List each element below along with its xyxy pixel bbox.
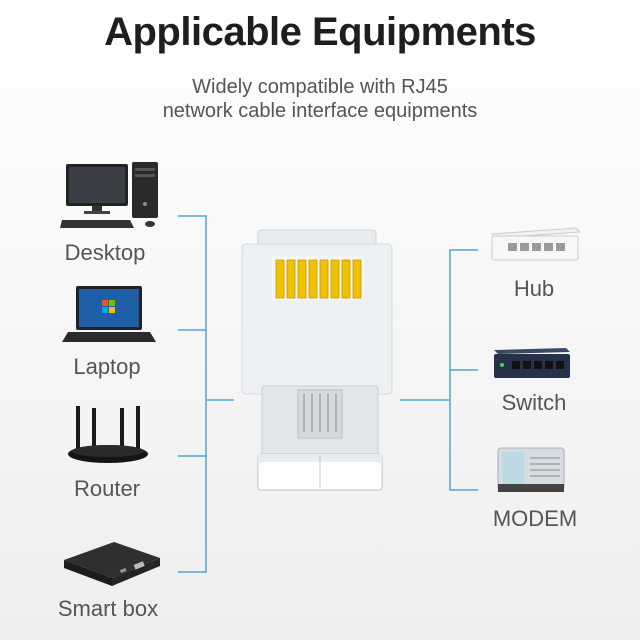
subtitle-line-2: network cable interface equipments [162,100,478,122]
page-title: Applicable Equipments [104,10,536,54]
smart-box-icon [62,536,162,595]
device-label-switch: Switch [501,390,567,415]
modem-icon [494,446,574,501]
rj45-connector-icon [238,226,398,499]
device-label-router: Router [73,476,141,501]
subtitle-line-1: Widely compatible with RJ45 [192,76,448,98]
laptop-icon [62,284,158,351]
desktop-computer-icon [60,160,170,235]
network-hub-icon [490,226,582,271]
device-label-modem: MODEM [492,506,578,531]
device-label-hub: Hub [513,276,555,301]
device-label-desktop: Desktop [64,240,146,265]
device-label-laptop: Laptop [73,354,141,379]
wifi-router-icon [66,404,150,473]
device-label-smart-box: Smart box [57,596,159,621]
network-switch-icon [490,346,574,387]
